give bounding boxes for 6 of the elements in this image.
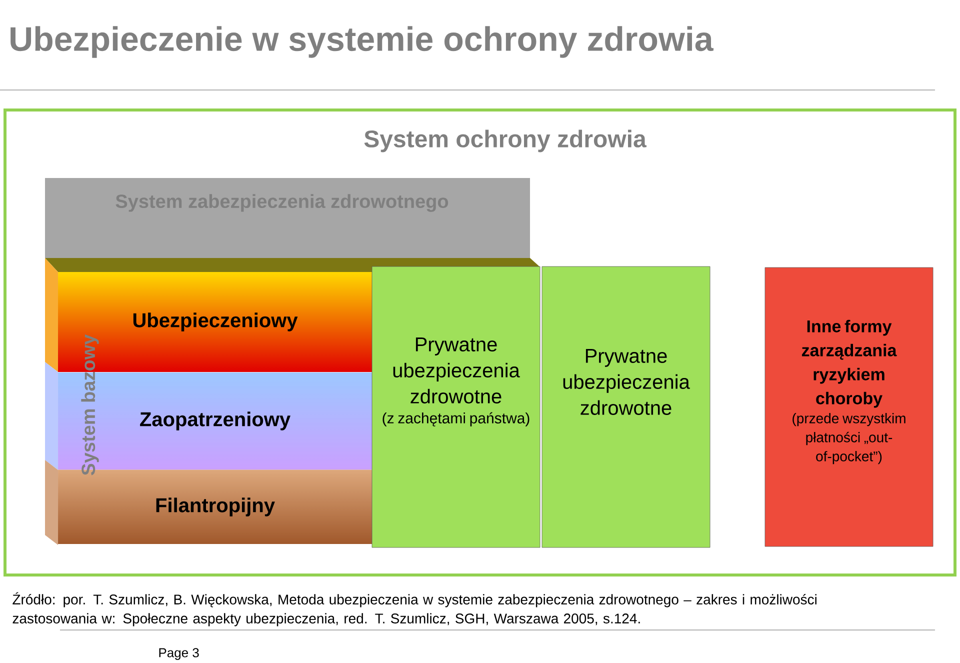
page-number: Page 3 [159, 648, 199, 660]
option-box: Prywatne ubezpieczenia zdrowotne [542, 266, 710, 548]
caption: Źródło: por. T. Szumlicz, B. Więckowska, Metoda ubezpieczenia w systemie zabezpieczenia zdrowotnego – zakres i możliwości zastosowania w: Społeczne aspekty ubezpieczenia, red. T. Szumlicz, SGH, Warszawa 2005, s.124. [12, 592, 816, 626]
page-title: Ubezpieczenie w systemie ochrony zdrowia [10, 26, 714, 58]
highlight-box: Inne formy zarządzania ryzykiem choroby (przede wszystkim płatności „out-of-pocket”) [764, 267, 934, 547]
option-box: Prywatne ubezpieczenia zdrowotne (z zachętami państwa) [372, 266, 540, 548]
